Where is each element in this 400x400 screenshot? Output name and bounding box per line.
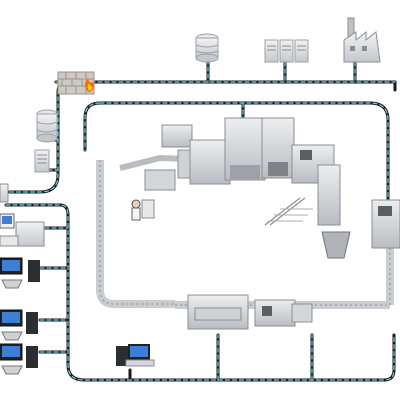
workstation-icon (0, 183, 9, 203)
workstation-icon (0, 309, 38, 341)
server-rack-icon (34, 149, 50, 173)
factory-icon (343, 17, 381, 63)
server-rack-icon (264, 39, 309, 63)
production-line-icon (119, 117, 351, 259)
network-cables (4, 58, 397, 382)
workstation-icon (0, 257, 40, 289)
firewall-icon (57, 71, 95, 95)
cable-dashes (5, 59, 396, 381)
production-line-icon (187, 199, 400, 330)
workstation-icon (0, 343, 38, 375)
database-server-icon (36, 109, 58, 143)
operator-icon (131, 199, 155, 221)
workstation-icon (0, 213, 45, 247)
workstation-icon (116, 344, 155, 367)
database-server-icon (195, 33, 219, 63)
